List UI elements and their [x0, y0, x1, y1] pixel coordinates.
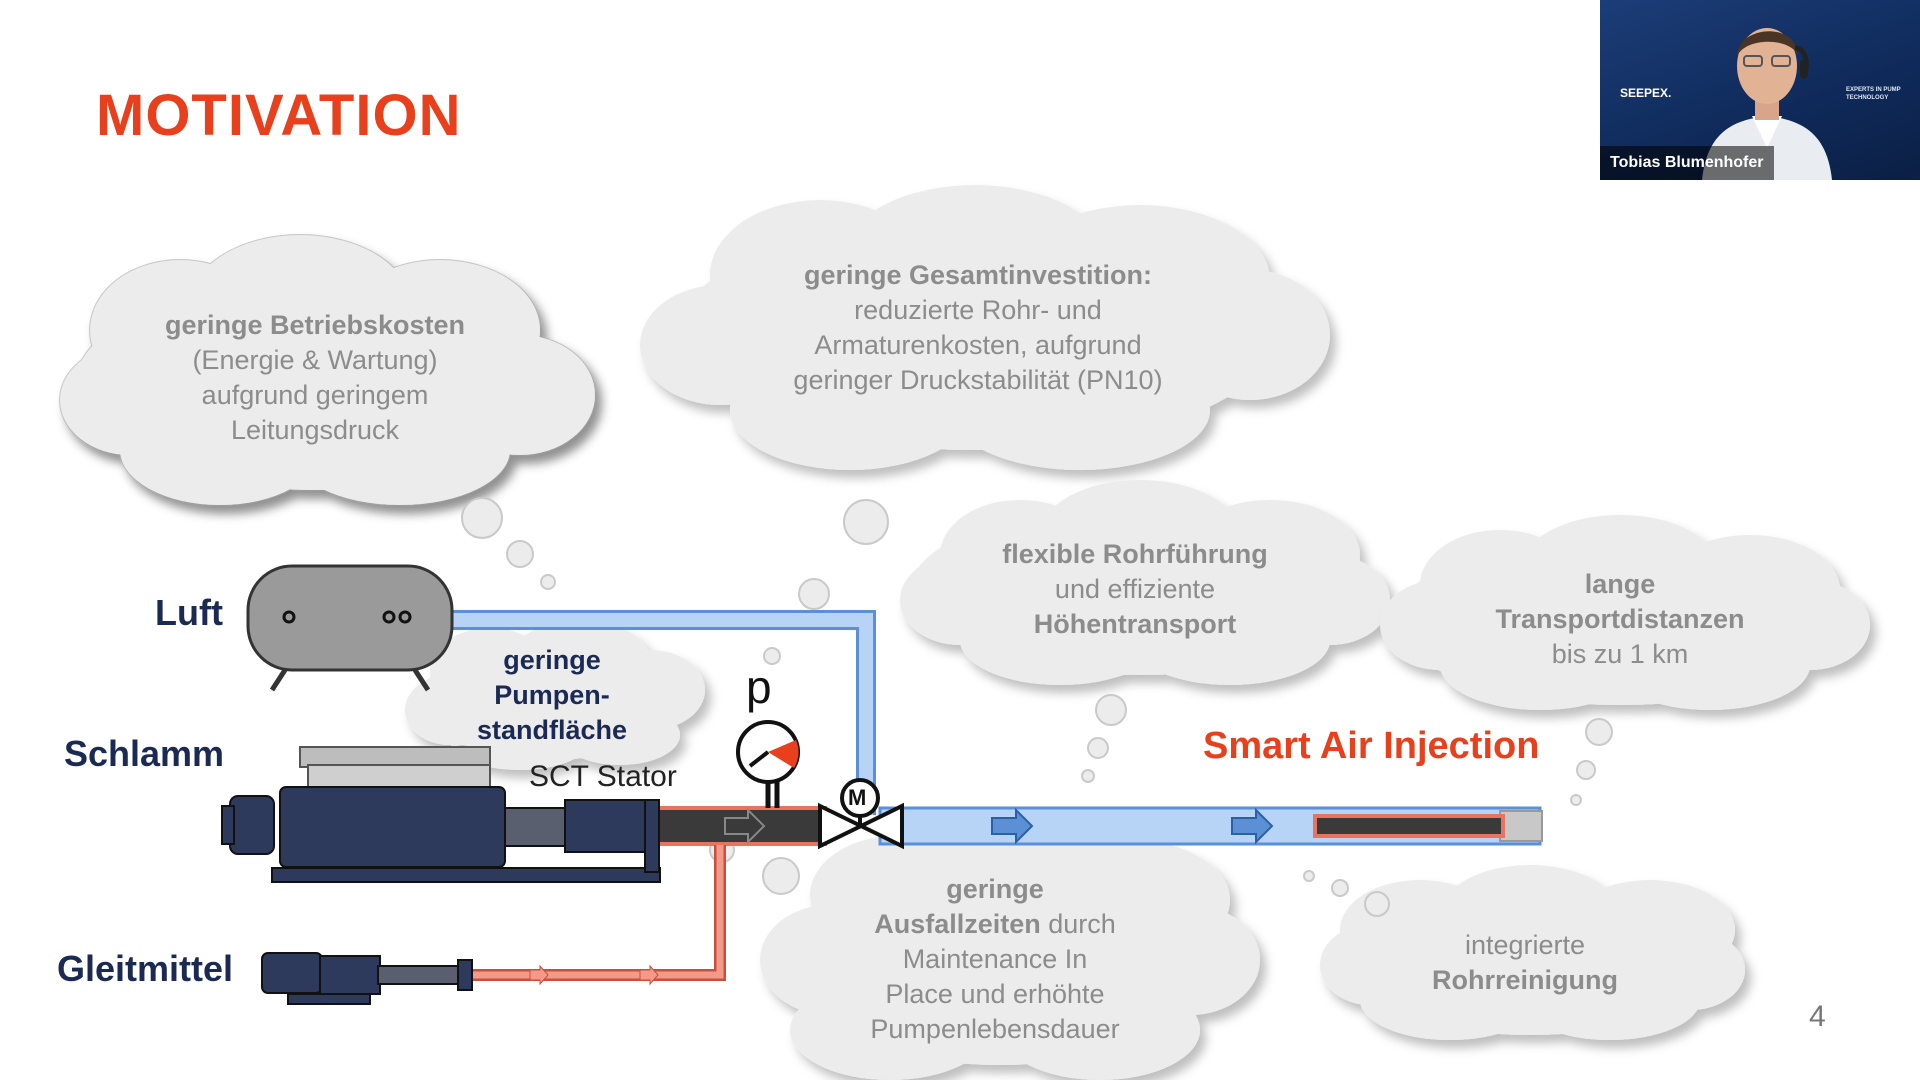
cloud-ausfall-line1: geringe [946, 874, 1044, 904]
cloud-pumpen-line2: Pumpen- [494, 680, 610, 710]
label-luft: Luft [155, 592, 223, 633]
cloud-betriebskosten-line2: (Energie & Wartung) [192, 345, 438, 375]
cloud-transport-line1: lange [1584, 569, 1656, 599]
cloud-investition-line4: geringer Druckstabilität (PN10) [793, 365, 1163, 395]
webcam-video-tile[interactable]: SEEPEX. EXPERTS IN PUMP TECHNOLOGY Tobia… [1600, 0, 1920, 180]
brand-logo: SEEPEX. [1620, 86, 1672, 100]
cloud-text-betriebskosten: geringe Betriebskosten (Energie & Wartun… [115, 308, 515, 448]
cloud-reinigung-line2: Rohrreinigung [1432, 965, 1618, 995]
cloud-ausfall-line2b: durch [1040, 909, 1116, 939]
cloud-pumpen-line1: geringe [503, 645, 601, 675]
cloud-betriebskosten-line3: aufgrund geringem [201, 380, 429, 410]
cloud-rohrfuehrung [900, 480, 1390, 685]
participant-name: Tobias Blumenhofer [1600, 146, 1774, 180]
cloud-transport-line2: Transportdistanzen [1495, 604, 1745, 634]
label-motor: M [848, 785, 867, 810]
lube-pipe [470, 845, 726, 981]
compressor [246, 564, 454, 692]
cloud-pumpen-line3: standfläche [476, 715, 628, 745]
main-pump [221, 746, 661, 883]
label-schlamm: Schlamm [64, 733, 225, 774]
cloud-investition-line3: Armaturenkosten, aufgrund [814, 330, 1142, 360]
cloud-investition-line2: reduzierte Rohr- und [854, 295, 1102, 325]
cloud-text-pumpen: geringe Pumpen- standfläche [452, 643, 652, 748]
label-pressure: p [746, 661, 772, 713]
cloud-rohrfuehrung-line2: und effiziente [1054, 574, 1216, 604]
main-pipe-end [1499, 810, 1543, 842]
cloud-text-reinigung: integrierte Rohrreinigung [1375, 928, 1675, 998]
thought-bubbles-3 [1081, 694, 1127, 783]
cloud-ausfall-line3: Maintenance In [902, 944, 1088, 974]
cloud-text-transport: lange Transportdistanzen bis zu 1 km [1420, 567, 1820, 672]
motor-symbol [840, 778, 880, 818]
cloud-reinigung-line1: integrierte [1464, 930, 1586, 960]
slide-title: MOTIVATION [96, 83, 462, 148]
cloud-ausfall-line5: Pumpenlebensdauer [870, 1014, 1120, 1044]
cloud-investition-line1: geringe Gesamtinvestition: [803, 260, 1153, 290]
thought-bubbles-4 [1570, 718, 1613, 806]
lube-pump [261, 952, 473, 1005]
cloud-pumpen [405, 620, 705, 770]
cloud-ausfall-line2a: Ausfallzeiten [874, 909, 1041, 939]
cloud-rohrfuehrung-line1: flexible Rohrführung [1002, 539, 1268, 569]
thought-bubbles-2 [763, 499, 889, 665]
sludge-plug [1313, 814, 1505, 838]
cloud-transport [1380, 515, 1870, 710]
cloud-ausfall-line4: Place und erhöhte [885, 979, 1105, 1009]
slide-page-number: 4 [1809, 1000, 1826, 1033]
cloud-text-ausfall: geringe Ausfallzeiten durch Maintenance … [795, 872, 1195, 1047]
flow-arrows [991, 807, 1274, 845]
smart-air-injection-heading: Smart Air Injection [1203, 725, 1540, 767]
cloud-betriebskosten-line1: geringe Betriebskosten [164, 310, 466, 340]
cloud-ausfall [760, 820, 1260, 1080]
cloud-betriebskosten-line4: Leitungsdruck [230, 415, 400, 445]
cloud-transport-line3: bis zu 1 km [1551, 639, 1689, 669]
cloud-investition [640, 185, 1330, 470]
brand-tagline: EXPERTS IN PUMP TECHNOLOGY [1846, 87, 1901, 101]
thought-bubbles-1 [461, 497, 556, 590]
cloud-rohrfuehrung-line3: Höhentransport [1033, 609, 1237, 639]
label-sct-stator: SCT Stator [529, 760, 677, 793]
label-gleitmittel: Gleitmittel [57, 948, 234, 989]
cloud-text-investition: geringe Gesamtinvestition: reduzierte Ro… [748, 258, 1208, 398]
thought-bubbles-7 [1303, 870, 1390, 917]
cloud-text-rohrfuehrung: flexible Rohrführung und effiziente Höhe… [935, 537, 1335, 642]
